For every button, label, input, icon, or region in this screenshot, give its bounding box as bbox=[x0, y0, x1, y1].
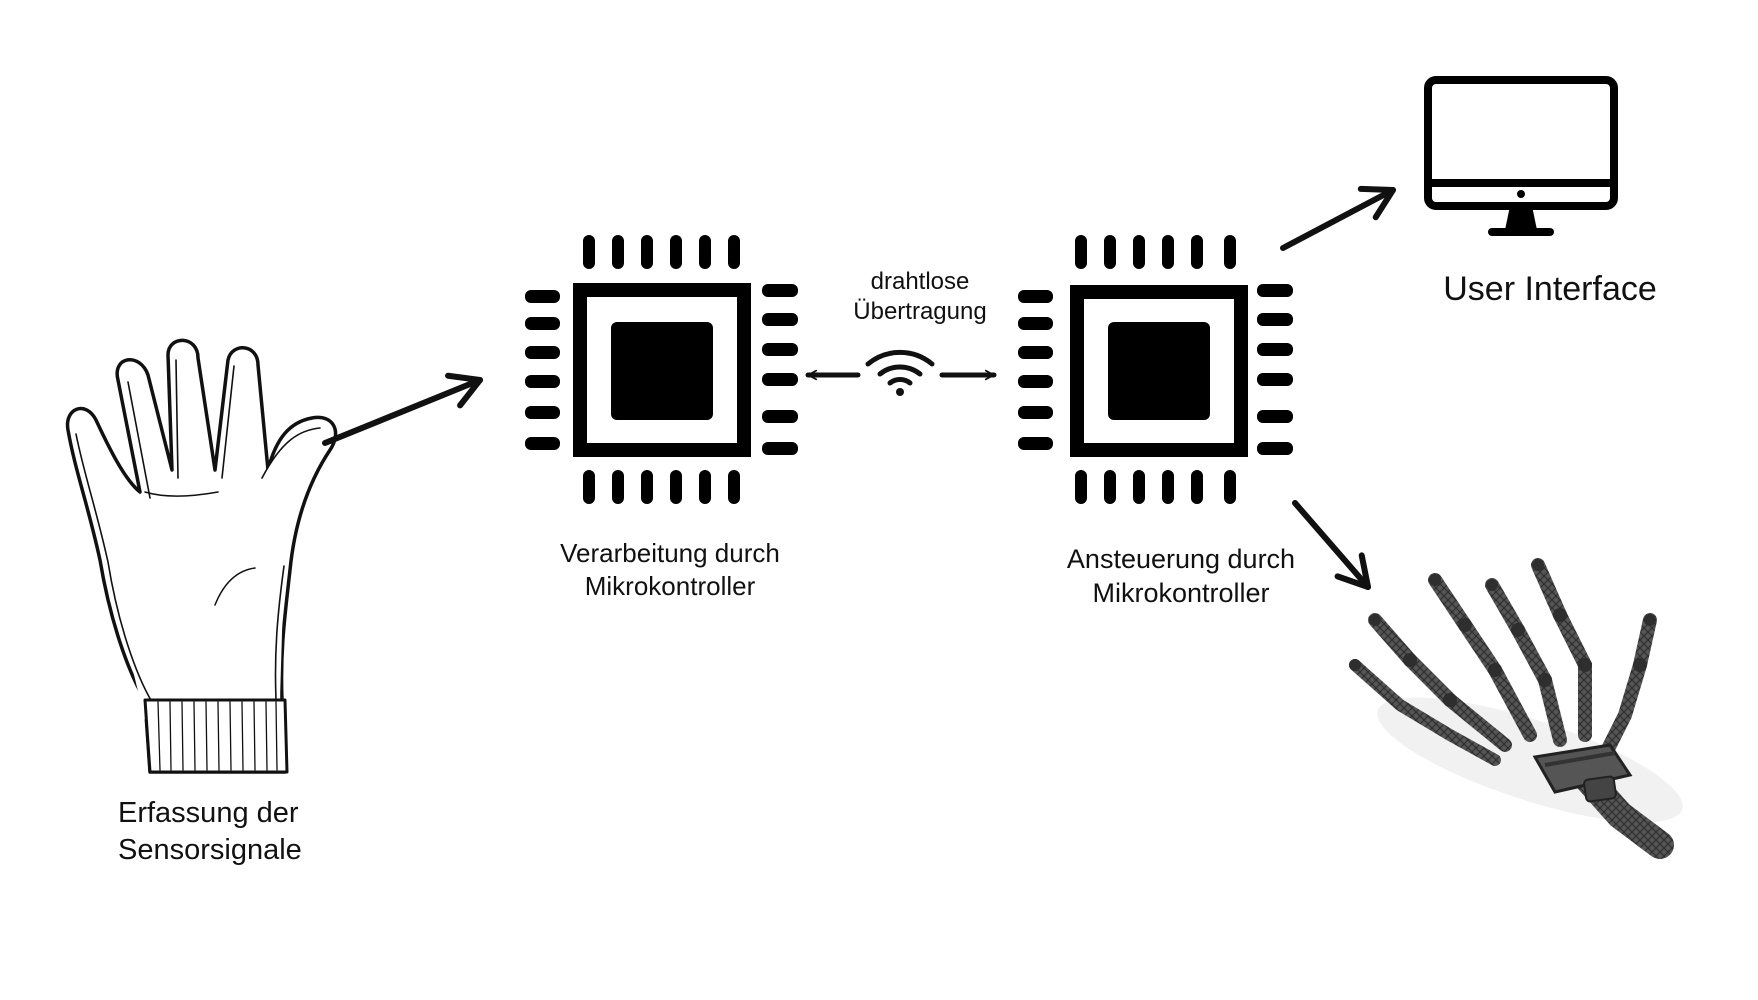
glove-label: Erfassung der Sensorsignale bbox=[118, 795, 302, 869]
microcontroller-chip-icon bbox=[525, 235, 798, 504]
wireless-label-line1: drahtlose bbox=[870, 268, 970, 295]
mcu-processing-label-line1: Verarbeitung durch bbox=[560, 538, 780, 568]
monitor-icon bbox=[1424, 76, 1618, 236]
glove-label-line2: Sensorsignale bbox=[118, 834, 302, 867]
robotic-hand-icon bbox=[1349, 558, 1683, 859]
mcu-control-label-line1: Ansteuerung durch bbox=[1066, 544, 1296, 574]
wireless-link bbox=[805, 349, 997, 396]
glove-label-line1: Erfassung der bbox=[118, 797, 299, 829]
user-interface-label: User Interface bbox=[1443, 270, 1657, 308]
mcu-processing-label-line2: Mikrokontroller bbox=[584, 570, 756, 601]
microcontroller-chip-icon bbox=[1018, 235, 1293, 504]
mcu-control-label-line2: Mikrokontroller bbox=[1092, 577, 1270, 608]
glove-icon bbox=[65, 338, 338, 774]
arrow-mcu-to-ui bbox=[1280, 185, 1396, 251]
mcu-control-label: Ansteuerung durch Mikrokontroller bbox=[1036, 543, 1326, 611]
wireless-label: drahtlose Übertragung bbox=[830, 267, 1010, 327]
wireless-label-line2: Übertragung bbox=[853, 298, 987, 325]
arrow-mcu-to-exo-hand bbox=[1292, 500, 1371, 590]
mcu-processing-label: Verarbeitung durch Mikrokontroller bbox=[530, 537, 810, 602]
arrow-glove-to-mcu bbox=[322, 372, 483, 446]
wifi-icon bbox=[865, 349, 935, 396]
